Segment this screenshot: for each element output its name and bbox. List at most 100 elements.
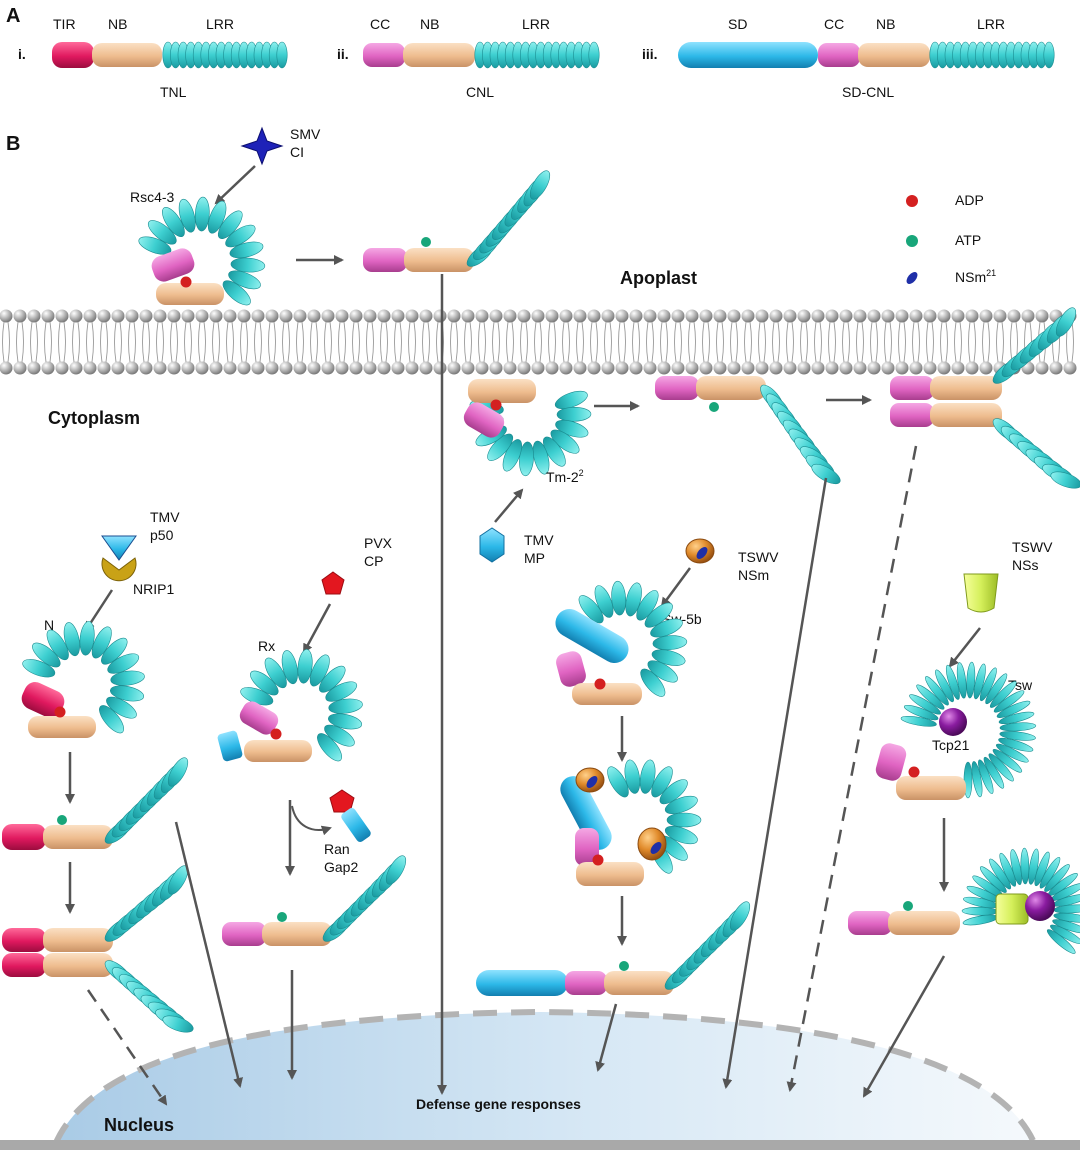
cc-domain — [556, 651, 586, 687]
nb-domain — [604, 971, 674, 995]
lrr-repeat — [966, 661, 976, 699]
lrr-repeat — [194, 196, 210, 232]
lipid-head — [853, 309, 867, 323]
lrr-arc — [992, 418, 1080, 489]
tcp21-sphere — [939, 708, 967, 736]
lipid-tail — [912, 321, 920, 363]
lipid-head — [545, 309, 559, 323]
lipid-head — [391, 309, 405, 323]
lrr-repeat — [1034, 851, 1050, 887]
lrr-repeat — [998, 711, 1035, 725]
lipid-head — [643, 361, 657, 375]
lipid-head — [111, 309, 125, 323]
lrr-repeat — [811, 463, 841, 485]
nsm21-legend-marker — [906, 272, 918, 284]
lipid-head — [349, 361, 363, 375]
lipid-head — [671, 361, 685, 375]
lipid-head — [685, 361, 699, 375]
lrr-repeat — [532, 440, 550, 475]
lrr-repeat — [588, 41, 600, 69]
panel-b-letter: B — [6, 133, 20, 155]
nucleus-body — [50, 1008, 1040, 1148]
lrr-repeat — [900, 715, 937, 727]
lrr-repeat — [979, 866, 1007, 893]
nsm21-molecule — [586, 776, 598, 788]
lrr-repeat — [110, 670, 145, 686]
lipid-head — [265, 309, 279, 323]
lrr-repeat — [281, 650, 298, 685]
lipid-tail — [86, 321, 94, 363]
lipid-head — [657, 361, 671, 375]
n-label: N — [44, 617, 54, 633]
lrr-repeat — [297, 649, 313, 684]
lipid-head — [279, 309, 293, 323]
cc-domain — [890, 376, 934, 400]
lrr-repeat — [650, 618, 683, 638]
lrr-repeat — [162, 207, 185, 238]
nsm21-legend-label: NSm21 — [955, 268, 996, 285]
lipid-tail — [800, 321, 808, 363]
lipid-tail — [618, 321, 626, 363]
nb-domain — [696, 376, 766, 400]
rx-label: Rx — [258, 638, 275, 654]
lipid-head — [545, 361, 559, 375]
tswv-nsm-label: NSm — [738, 567, 769, 583]
lrr-arc — [992, 307, 1077, 384]
lipid-head — [923, 361, 937, 375]
sd-domain — [555, 609, 629, 663]
lrr-repeat — [328, 713, 363, 730]
lrr-repeat — [319, 665, 346, 693]
lipid-head — [923, 309, 937, 323]
lrr-repeat — [624, 759, 641, 794]
lrr-repeat — [988, 753, 1014, 782]
lrr-repeat — [971, 761, 983, 798]
domain-label: CC — [824, 16, 844, 32]
sd-domain — [476, 970, 568, 996]
lipid-tail — [758, 321, 766, 363]
tcp21-label: Tcp21 — [932, 737, 970, 753]
lrr-repeat — [956, 662, 967, 699]
apoplast-label: Apoplast — [620, 268, 697, 288]
lrr-repeat — [46, 629, 69, 661]
nb-domain — [92, 43, 162, 67]
lrr-repeat — [644, 602, 673, 628]
lipid-head — [307, 309, 321, 323]
lrr-ring — [578, 580, 688, 697]
lipid-head — [237, 309, 251, 323]
lipid-head — [335, 361, 349, 375]
domain-label: TIR — [53, 16, 76, 32]
tmv-p50-label: p50 — [150, 527, 174, 543]
lipid-head — [531, 361, 545, 375]
tsw-pathway: TSWV NSs Tsw Tcp21 — [848, 539, 1080, 1098]
construct-numeral: iii. — [642, 46, 658, 62]
lipid-head — [699, 361, 713, 375]
lipid-tail — [506, 321, 514, 363]
nb-domain — [244, 740, 312, 762]
lipid-head — [209, 361, 223, 375]
lrr-repeat — [385, 855, 407, 885]
nrip1-cup — [101, 557, 137, 582]
adp-molecule — [270, 728, 282, 740]
lipid-head — [475, 309, 489, 323]
lipid-tail — [702, 321, 710, 363]
cc-domain — [875, 743, 907, 781]
nb-domain — [888, 911, 960, 935]
curved-arrow — [291, 805, 332, 836]
lrr-domain — [474, 41, 600, 69]
nb-domain — [930, 376, 1002, 400]
lipid-head — [55, 361, 69, 375]
arrow — [302, 603, 332, 654]
nb-domain — [43, 825, 113, 849]
lipid-head — [797, 361, 811, 375]
lipid-tail — [128, 321, 136, 363]
lrr-repeat — [639, 759, 656, 794]
lipid-head — [615, 361, 629, 375]
nb-domain — [930, 403, 1002, 427]
nb-domain — [404, 248, 474, 272]
lipid-head — [41, 309, 55, 323]
lipid-tail — [744, 321, 752, 363]
lrr-repeat — [651, 766, 673, 798]
lrr-repeat — [487, 433, 514, 461]
lipid-head — [1007, 309, 1021, 323]
lrr-repeat — [666, 812, 702, 828]
